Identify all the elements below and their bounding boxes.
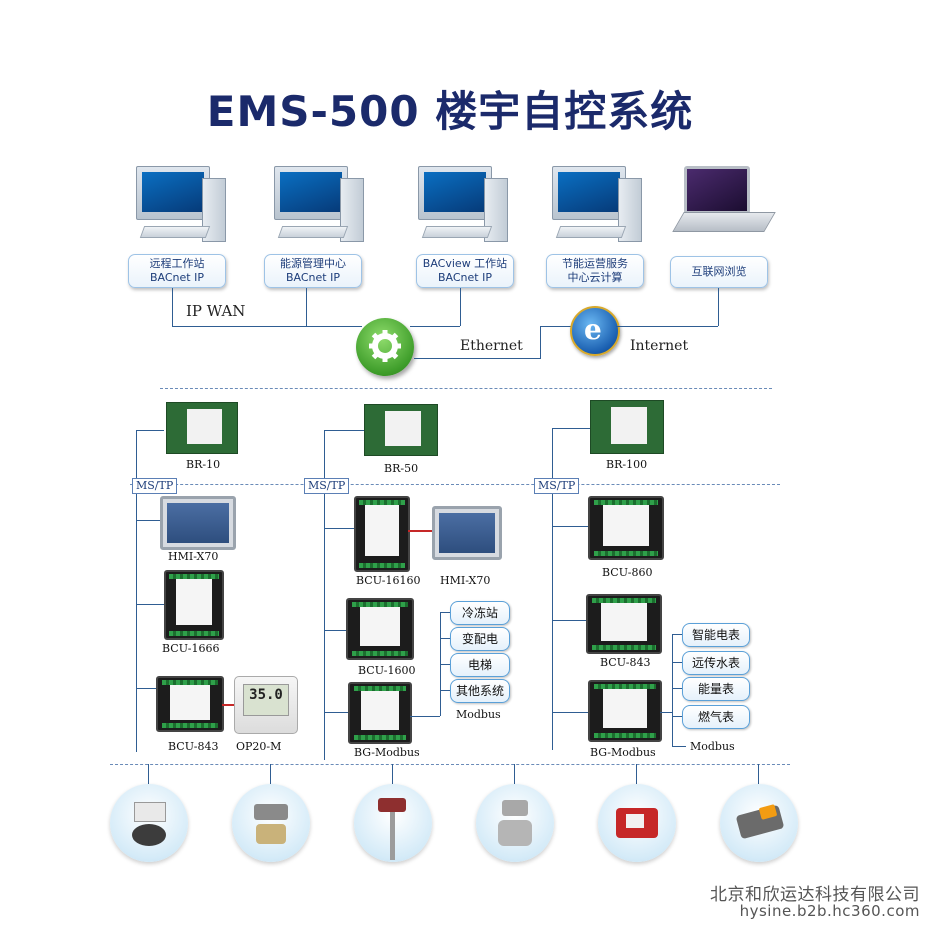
workstation-label: 节能运营服务中心云计算 <box>546 254 644 288</box>
monitor-icon <box>274 166 348 220</box>
damper-valve <box>476 784 554 862</box>
device-label: OP20-M <box>236 740 282 753</box>
workstation-label: 互联网浏览 <box>670 256 768 288</box>
meter-tag: 智能电表 <box>682 623 750 647</box>
device-label: BCU-843 <box>168 740 219 753</box>
gear-icon <box>356 318 414 376</box>
monitor-icon <box>418 166 492 220</box>
bcu-843-controller <box>156 676 224 732</box>
monitor-icon <box>552 166 626 220</box>
ethernet-label: Ethernet <box>460 338 523 354</box>
modbus-label: Modbus <box>690 740 735 753</box>
immersion-sensor <box>354 784 432 862</box>
laptop-icon <box>684 166 750 214</box>
internet-explorer-icon: e <box>570 306 620 356</box>
device-label: BCU-860 <box>602 566 653 579</box>
bcu-16160-controller <box>354 496 410 572</box>
hmi-x70-panel <box>160 496 236 550</box>
damper-actuator <box>720 784 798 862</box>
mstp-label: MS/TP <box>534 478 580 494</box>
internet-label: Internet <box>630 338 689 354</box>
keyboard-icon <box>277 226 349 238</box>
device-label: BR-10 <box>186 458 221 471</box>
br-50-router <box>364 404 438 456</box>
mstp-label: MS/TP <box>132 478 178 494</box>
red-actuator <box>598 784 676 862</box>
device-label: BCU-16160 <box>356 574 421 587</box>
device-label: BG-Modbus <box>590 746 656 759</box>
subsystem-tag: 电梯 <box>450 653 510 677</box>
bg-modbus-gateway <box>588 680 662 742</box>
company-name: 北京和欣运达科技有限公司 <box>710 885 920 905</box>
subsystem-tag: 其他系统 <box>450 679 510 703</box>
op20-m-thermostat: 35.0 <box>234 676 298 734</box>
br-100-router <box>590 400 664 454</box>
keyboard-icon <box>421 226 493 238</box>
ip-wan-label: IP WAN <box>186 302 246 320</box>
electric-valve <box>232 784 310 862</box>
diagram-title: EMS-500 楼宇自控系统 <box>206 87 694 136</box>
subsystem-tag: 变配电 <box>450 627 510 651</box>
thermostat-display: 35.0 <box>243 684 289 716</box>
keyboard-icon <box>555 226 627 238</box>
device-label: HMI-X70 <box>440 574 491 587</box>
bcu-1600-controller <box>346 598 414 660</box>
bcu-1666-controller <box>164 570 224 640</box>
butterfly-valve-actuator <box>110 784 188 862</box>
hmi-x70-panel <box>432 506 502 560</box>
keyboard-icon <box>139 226 211 238</box>
device-label: HMI-X70 <box>168 550 219 563</box>
bg-modbus-gateway <box>348 682 412 744</box>
device-label: BCU-843 <box>600 656 651 669</box>
company-url: hysine.b2b.hc360.com <box>739 902 920 920</box>
bcu-843-controller <box>586 594 662 654</box>
device-label: BCU-1600 <box>358 664 416 677</box>
br-10-router <box>166 402 238 454</box>
device-label: BR-100 <box>606 458 648 471</box>
meter-tag: 远传水表 <box>682 651 750 675</box>
modbus-label: Modbus <box>456 708 501 721</box>
monitor-icon <box>136 166 210 220</box>
subsystem-tag: 冷冻站 <box>450 601 510 625</box>
meter-tag: 能量表 <box>682 677 750 701</box>
laptop-base <box>672 212 776 232</box>
meter-tag: 燃气表 <box>682 705 750 729</box>
bcu-860-controller <box>588 496 664 560</box>
mstp-label: MS/TP <box>304 478 350 494</box>
device-label: BR-50 <box>384 462 419 475</box>
device-label: BCU-1666 <box>162 642 220 655</box>
device-label: BG-Modbus <box>354 746 420 759</box>
